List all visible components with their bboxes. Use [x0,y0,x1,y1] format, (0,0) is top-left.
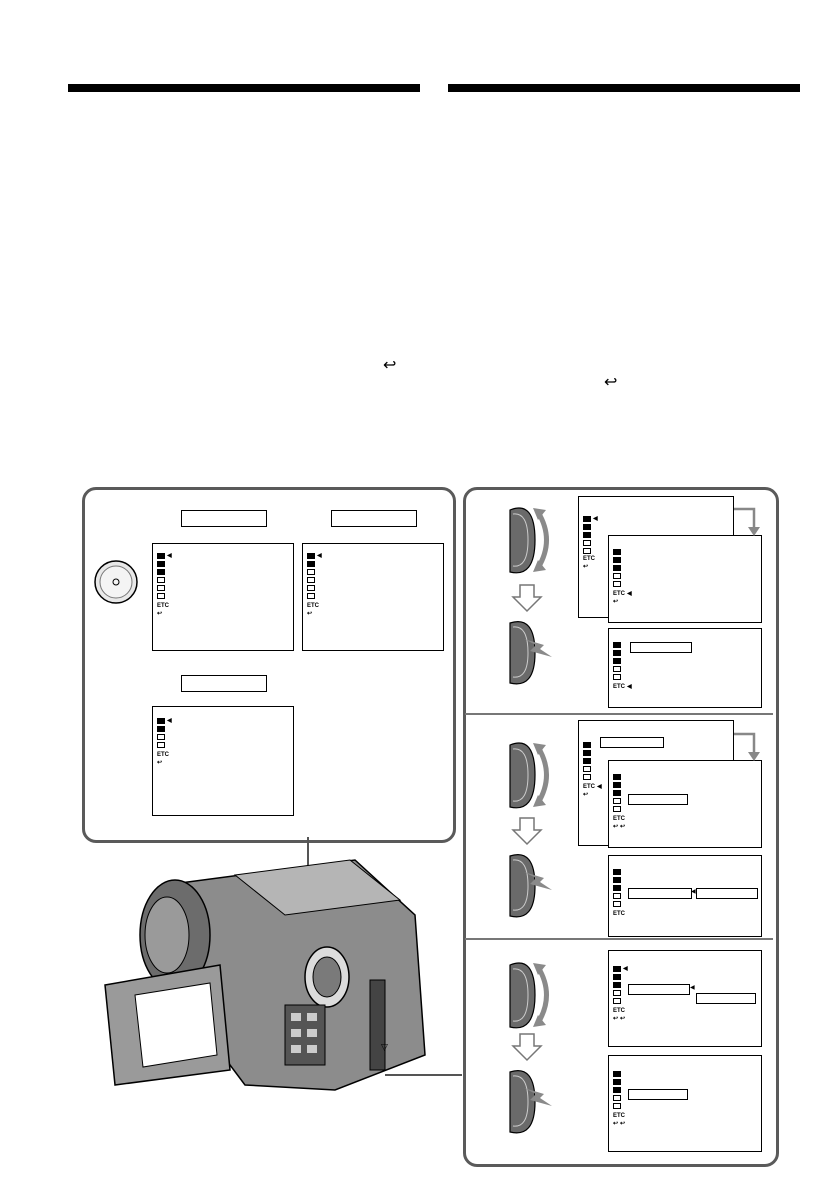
selector-arrow-icon: ◀ [317,553,322,559]
down-arrow-icon [511,817,543,846]
camera-set-icon [157,553,165,559]
return-icon: ↩ [307,611,313,617]
control-dial-press-icon [509,1070,552,1134]
option-box [696,993,756,1004]
menu-screen: ◀ ETC ↩ [302,543,444,651]
screen-label-box [181,510,267,527]
memory-set-icon [307,569,315,575]
lcd-set-icon [307,561,315,567]
selector-arrow-icon: ◀ [690,985,695,991]
etc-label: ETC [157,752,169,758]
selected-item-box [628,888,692,899]
transition-arrow-icon [734,732,760,761]
camera-set-icon [307,553,315,559]
camcorder-illustration: ▽ [104,859,426,1091]
menu-screen: ETC◀ [608,628,762,708]
control-dial-press-icon [509,854,552,918]
camera-set-icon [157,718,165,724]
setup-menu-icon [157,593,165,599]
screen-label-box [331,510,417,527]
selected-item-box [628,984,690,995]
menu-button-icon [94,560,138,604]
selected-item-box [600,737,664,748]
option-box [696,888,758,899]
lcd-set-icon [157,726,165,732]
selected-item-box [630,642,692,653]
selector-arrow-icon: ◀ [167,553,172,559]
etc-label: ETC [307,603,319,609]
player-set-icon [157,561,165,567]
control-dial-turn-icon [509,507,549,574]
selector-arrow-icon: ◀ [691,889,696,895]
setup-menu-icon [307,593,315,599]
step-divider [465,938,773,940]
transition-arrow-icon [734,507,760,536]
right-column-rule [448,84,800,92]
return-icon: ↩ [157,611,163,617]
selected-item-box [628,794,688,805]
selector-arrow-icon: ◀ [167,718,172,724]
return-icon: ↩ [157,760,163,766]
return-icon: ↩ [604,374,618,391]
memory-set-icon [157,577,165,583]
lcd-set-icon [157,569,165,575]
return-icon: ↩ [383,357,397,374]
menu-screen: ◀ ETC ↩ [152,706,294,816]
menu-screen: ◀ ETC ↩ [152,543,294,651]
down-arrow-icon [511,584,543,613]
arrow-marker-icon: ▽ [381,1043,388,1053]
step-divider [465,713,773,715]
down-arrow-icon [511,1033,543,1062]
control-dial-turn-icon [509,962,549,1029]
memory-set-icon [157,734,165,740]
setup-menu-icon [307,585,315,591]
selected-item-box [628,1089,688,1100]
tape-set-icon [157,742,165,748]
control-dial-press-icon [509,621,552,685]
etc-label: ETC [157,603,169,609]
menu-screen-front: ETC◀ ↩ [608,535,762,623]
screen-label-box [181,675,267,692]
menu-screen: ETC ↩↩ [608,1055,762,1152]
left-column-rule [68,84,420,92]
tape-set-icon [307,577,315,583]
control-dial-turn-icon [509,742,549,809]
tape-set-icon [157,585,165,591]
